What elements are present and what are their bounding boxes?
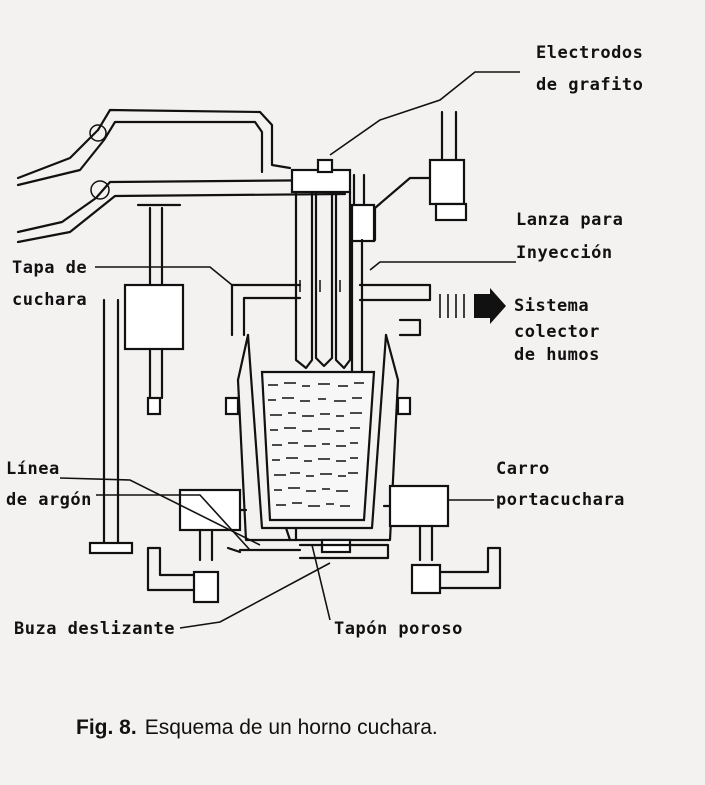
graphite-electrodes <box>290 158 352 370</box>
steel-bath-texture <box>268 382 364 507</box>
label-sistema-line3: de humos <box>514 345 600 365</box>
leader-lines <box>59 71 520 629</box>
label-tapa-line2: cuchara <box>12 290 87 310</box>
label-tapa-line1: Tapa de <box>12 258 87 278</box>
label-sistema-line2: colector <box>514 322 600 342</box>
label-linea-line1: Línea <box>6 459 60 479</box>
label-lanza-line2: Inyección <box>516 243 613 263</box>
ladle <box>224 333 412 560</box>
electrode-mast <box>16 108 347 555</box>
figure-caption: Fig. 8. Esquema de un horno cuchara. <box>76 716 438 739</box>
label-buza: Buza deslizante <box>14 619 175 639</box>
label-sistema-line1: Sistema <box>514 296 589 316</box>
fume-exhaust-arrow <box>439 288 506 324</box>
label-electrodos-line1: Electrodos <box>536 43 643 63</box>
label-carro-line1: Carro <box>496 459 550 479</box>
labels: Electrodos de grafito Lanza para Inyecci… <box>6 43 643 639</box>
label-tapon: Tapón poroso <box>334 619 463 639</box>
label-electrodos-line2: de grafito <box>536 75 643 95</box>
caption-prefix: Fig. 8. <box>76 716 137 739</box>
label-lanza-line1: Lanza para <box>516 210 623 230</box>
caption-text: Esquema de un horno cuchara. <box>145 716 438 739</box>
label-linea-line2: de argón <box>6 490 92 510</box>
label-carro-line2: portacuchara <box>496 490 625 510</box>
